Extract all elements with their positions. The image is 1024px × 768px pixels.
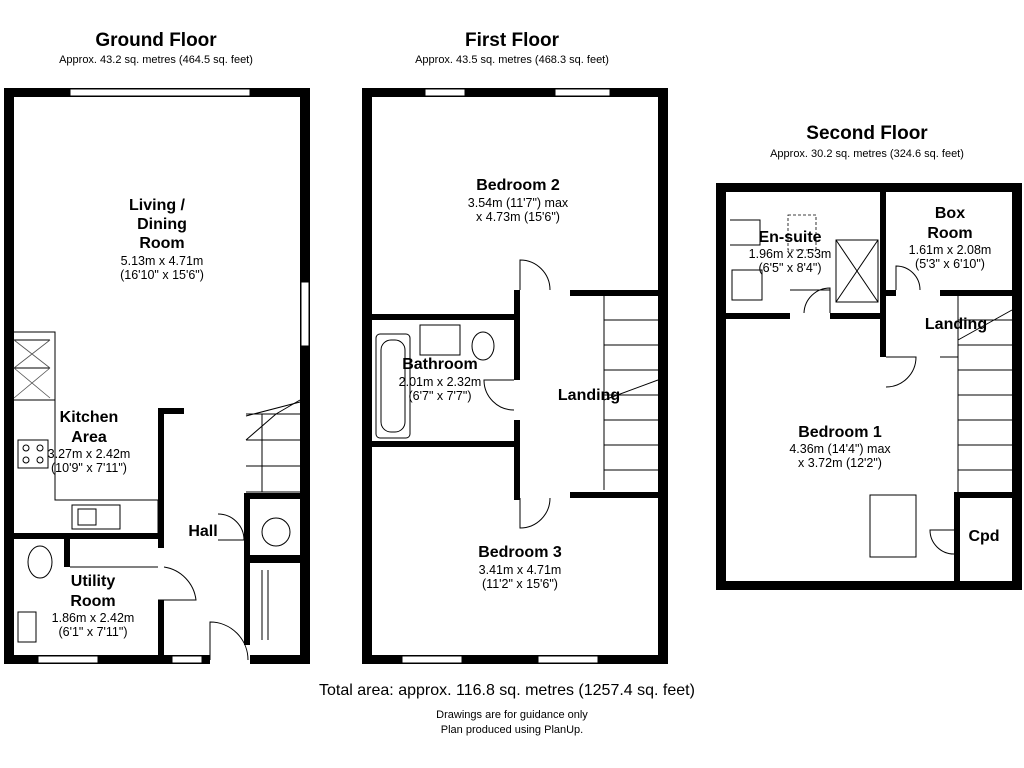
hob [17, 439, 49, 469]
room-boxroom-name: Box [935, 205, 965, 222]
ensuite-door [803, 287, 831, 314]
room-ensuite-name: En-suite [758, 229, 821, 246]
bedroom1-door [885, 356, 917, 388]
room-landing2-name: Landing [925, 316, 987, 333]
room-bedroom2-name: Bedroom 2 [476, 177, 560, 194]
second-floor-stairs [940, 296, 1013, 492]
room-utility-dim-imperial: (6'1" x 7'11") [58, 625, 127, 639]
shower-tray [835, 239, 879, 303]
room-kitchen-dim: 3.27m x 2.42m [48, 447, 131, 461]
room-kitchen-name-2: Area [71, 429, 107, 446]
bedroom2-door [519, 259, 551, 291]
room-bedroom3-name: Bedroom 3 [478, 544, 562, 561]
disclaimer: Drawings are for guidance only [436, 709, 588, 721]
room-ensuite-dim: 1.96m x 2.53m [749, 247, 832, 261]
room-living-dim: 5.13m x 4.71m [121, 254, 204, 268]
room-bathroom-name: Bathroom [402, 356, 478, 373]
room-utility-name: Utility [71, 573, 116, 590]
toilet [471, 331, 495, 361]
room-utility-name-2: Room [70, 593, 115, 610]
window [424, 88, 466, 97]
second-floor-title: Second Floor [806, 123, 928, 144]
window [537, 655, 599, 664]
room-landing-name: Landing [558, 387, 620, 404]
bathroom-sink [419, 324, 461, 356]
room-living-name-3: Room [139, 235, 184, 252]
window [554, 88, 611, 97]
bathtub [375, 333, 411, 439]
window [69, 88, 251, 97]
ground-floor-title: Ground Floor [95, 30, 217, 51]
second-floor-area: Approx. 30.2 sq. metres (324.6 sq. feet) [770, 148, 964, 160]
kitchen-cabinets [13, 339, 51, 399]
window [401, 655, 463, 664]
first-floor-stairs [603, 296, 659, 490]
ensuite-sink [731, 269, 763, 301]
second-floor-plan: Second Floor Approx. 30.2 sq. metres (32… [716, 123, 1022, 590]
first-floor-walls [362, 88, 668, 664]
room-ensuite-dim-imperial: (6'5" x 8'4") [759, 261, 822, 275]
ground-floor-plan: Ground Floor Approx. 43.2 sq. metres (46… [4, 30, 310, 664]
ensuite-fixture [787, 214, 817, 251]
window [171, 655, 203, 664]
room-boxroom-dim-imperial: (5'3" x 6'10") [915, 257, 985, 271]
total-area: Total area: approx. 116.8 sq. metres (12… [319, 682, 695, 699]
first-floor-plan: First Floor Approx. 43.5 sq. metres (468… [362, 30, 668, 664]
window [300, 281, 310, 347]
credit: Plan produced using PlanUp. [441, 724, 583, 736]
room-bedroom3-dim: 3.41m x 4.71m [479, 563, 562, 577]
ground-floor-walls [4, 88, 310, 664]
room-bedroom3-dim-imperial: (11'2" x 15'6") [482, 577, 558, 591]
front-door [209, 621, 249, 661]
window [37, 655, 99, 664]
boxroom-door [895, 265, 921, 291]
ground-floor-stairs [245, 399, 301, 493]
room-boxroom-dim: 1.61m x 2.08m [909, 243, 992, 257]
kitchen-sink [71, 504, 121, 530]
cpd-door [929, 529, 955, 555]
first-floor-area: Approx. 43.5 sq. metres (468.3 sq. feet) [415, 54, 609, 66]
sliding-door [261, 570, 269, 640]
utility-sink [17, 611, 37, 643]
toilet [27, 545, 53, 579]
room-bedroom1-dim-imperial: x 3.72m (12'2") [798, 456, 882, 470]
ensuite-toilet [730, 219, 761, 246]
loft-hatch [869, 494, 917, 558]
cupboard-fixture [261, 517, 291, 547]
room-living-dim-imperial: (16'10" x 15'6") [120, 268, 204, 282]
room-living-name: Living / [129, 197, 186, 214]
room-kitchen-name: Kitchen [60, 409, 119, 426]
room-cpd-name: Cpd [968, 528, 999, 545]
room-bedroom1-name: Bedroom 1 [798, 424, 882, 441]
bedroom3-door [519, 497, 551, 529]
room-kitchen-dim-imperial: (10'9" x 7'11") [51, 461, 127, 475]
utility-door [158, 566, 197, 601]
bathroom-door [483, 379, 515, 411]
room-bedroom2-dim: 3.54m (11'7") max [468, 196, 569, 210]
first-floor-title: First Floor [465, 30, 560, 51]
second-floor-walls [716, 183, 1022, 590]
room-hall-name: Hall [188, 523, 217, 540]
kitchen-counter [14, 331, 56, 401]
cupboard-door [217, 513, 245, 541]
room-bathroom-dim-imperial: (6'7" x 7'7") [409, 389, 472, 403]
room-living-name-2: Dining [137, 216, 187, 233]
room-utility-dim: 1.86m x 2.42m [52, 611, 135, 625]
room-bedroom1-dim: 4.36m (14'4") max [789, 442, 891, 456]
room-bedroom2-dim-imperial: x 4.73m (15'6") [476, 210, 560, 224]
ground-floor-area: Approx. 43.2 sq. metres (464.5 sq. feet) [59, 54, 253, 66]
room-boxroom-name-2: Room [927, 225, 972, 242]
room-bathroom-dim: 2.01m x 2.32m [399, 375, 482, 389]
